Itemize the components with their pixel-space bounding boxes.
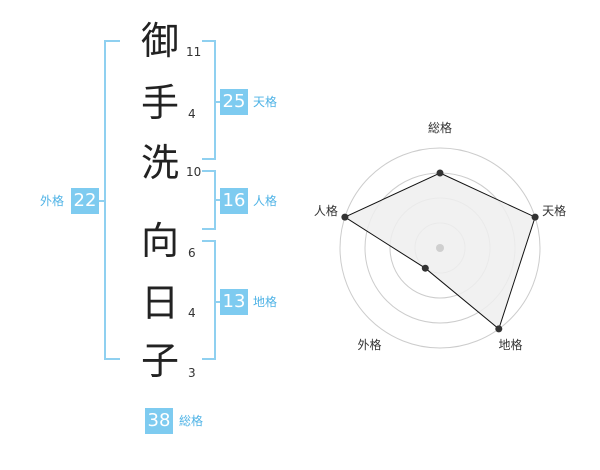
jinkaku-bracket-tick [214,199,222,201]
radar-center-dot [436,244,444,252]
radar-axis-label: 総格 [428,120,452,135]
radar-point [436,169,444,177]
tenkaku-bracket-tick [214,101,222,103]
stroke-count-1: 11 [186,45,202,59]
radar-point [495,325,503,333]
jinkaku-label: 人格 [253,194,278,208]
tenkaku-bracket [202,40,216,160]
radar-axis-label: 人格 [314,203,338,218]
soukaku-label: 総格 [179,414,204,428]
stroke-count-4: 6 [188,246,196,260]
name-char-5: 日 [140,281,179,325]
chikaku-score-badge: 13 [220,289,248,315]
jinkaku-score-badge: 16 [220,188,248,214]
name-char-3: 洗 [140,141,179,185]
stroke-count-6: 3 [188,366,196,380]
radar-axis-label: 地格 [498,337,522,352]
gaikaku-score-badge: 22 [71,188,99,214]
radar-axis-label: 天格 [542,203,566,218]
tenkaku-label: 天格 [253,95,278,109]
radar-point [531,213,539,221]
chikaku-bracket [202,240,216,360]
chikaku-bracket-tick [214,301,222,303]
chikaku-label: 地格 [253,295,278,309]
radar-axis-label: 外格 [357,337,381,352]
stroke-count-3: 10 [186,165,202,179]
name-char-2: 手 [140,81,179,125]
radar-point [421,264,429,272]
radar-points [341,169,539,333]
radar-grid-ring [339,147,541,349]
gaikaku-bracket-tick [98,200,106,202]
name-char-1: 御 [140,19,179,63]
tenkaku-score-badge: 25 [220,89,248,115]
radar-point [341,213,349,221]
soukaku-score-badge: 38 [145,408,173,434]
gaikaku-label: 外格 [40,194,65,208]
name-char-6: 子 [140,339,179,383]
stroke-count-5: 4 [188,306,196,320]
name-char-4: 向 [140,219,179,263]
stroke-count-2: 4 [188,107,196,121]
